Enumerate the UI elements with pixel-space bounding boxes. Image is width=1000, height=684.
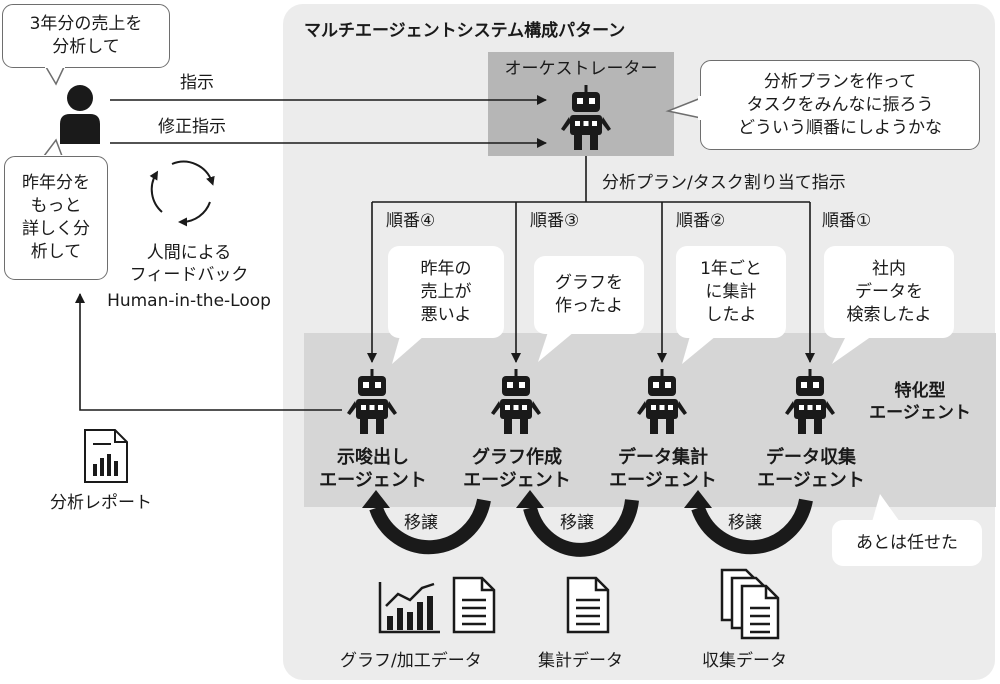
human-correction-text: 昨年分を もっと 詳しく分 析して: [22, 173, 90, 262]
agent-bubble-1: 社内 データを 検索したよ: [824, 246, 954, 338]
agent-bubble-2: 1年ごと に集計 したよ: [676, 246, 786, 338]
specialized-label: 特化型 エージェント: [869, 381, 971, 423]
data-label-1: グラフ/加工データ: [340, 651, 482, 671]
order-label-4: 順番④: [386, 211, 436, 231]
orchestrator-robot-icon: [561, 85, 611, 150]
agent-name-2: データ集計 エージェント: [609, 447, 717, 491]
stacked-documents-icon: [720, 568, 780, 640]
order-label-3: 順番③: [530, 211, 580, 231]
agent-bubble-3-text: グラフを 作ったよ: [555, 273, 623, 316]
order-label-1: 順番①: [822, 211, 872, 231]
orchestrator-bubble: 分析プランを作って タスクをみんなに振ろう どういう順番にしようかな: [700, 60, 980, 150]
agent-name-3: グラフ作成 エージェント: [463, 447, 571, 491]
document-icon: [566, 576, 610, 634]
agent-bubble-2-text: 1年ごと に集計 したよ: [700, 258, 762, 325]
agent-bubble-4-text: 昨年の 売上が 悪いよ: [420, 258, 472, 325]
assignment-label: 分析プラン/タスク割り当て指示: [602, 173, 846, 193]
orchestrator-label: オーケストレーター: [504, 59, 658, 79]
document-icon: [452, 576, 496, 634]
agent-name-1: データ収集 エージェント: [757, 447, 865, 491]
robot-icon: [347, 369, 397, 434]
human-request-text: 3年分の売上を 分析して: [29, 14, 143, 57]
chart-icon: [378, 582, 440, 634]
transfer-label-3: 移譲: [728, 513, 762, 533]
data-label-3: 収集データ: [702, 651, 787, 671]
agent-bubble-1-text: 社内 データを 検索したよ: [846, 258, 932, 325]
agent-bubble-4: 昨年の 売上が 悪いよ: [388, 246, 504, 338]
person-icon: [60, 85, 100, 144]
transfer-label-2: 移譲: [560, 513, 594, 533]
orchestrator-bubble-text: 分析プランを作って タスクをみんなに振ろう どういう順番にしようかな: [738, 71, 942, 138]
report-label: 分析レポート: [50, 493, 152, 513]
robot-icon: [637, 369, 687, 434]
correction-label: 修正指示: [158, 117, 226, 137]
transfer-label-1: 移譲: [404, 513, 438, 533]
report-icon: [84, 429, 128, 483]
human-request-bubble: 3年分の売上を 分析して: [2, 4, 170, 68]
delegate-bubble-text: あとは任せた: [856, 532, 958, 553]
instruction-label: 指示: [180, 73, 214, 93]
order-label-2: 順番②: [676, 211, 726, 231]
agent-bubble-3: グラフを 作ったよ: [534, 256, 644, 334]
report-return-arrow: [75, 293, 342, 411]
human-correction-bubble: 昨年分を もっと 詳しく分 析して: [4, 156, 108, 280]
feedback-label: 人間による フィードバック: [129, 243, 249, 285]
cycle-icon: [149, 160, 215, 227]
data-label-2: 集計データ: [538, 651, 623, 671]
robot-icon: [785, 369, 835, 434]
robot-icon: [491, 369, 541, 434]
feedback-en-label: Human-in-the-Loop: [107, 291, 271, 311]
agent-name-4: 示唆出し エージェント: [319, 447, 427, 491]
diagram-title: マルチエージェントシステム構成パターン: [304, 21, 626, 41]
delegate-bubble: あとは任せた: [832, 520, 982, 566]
